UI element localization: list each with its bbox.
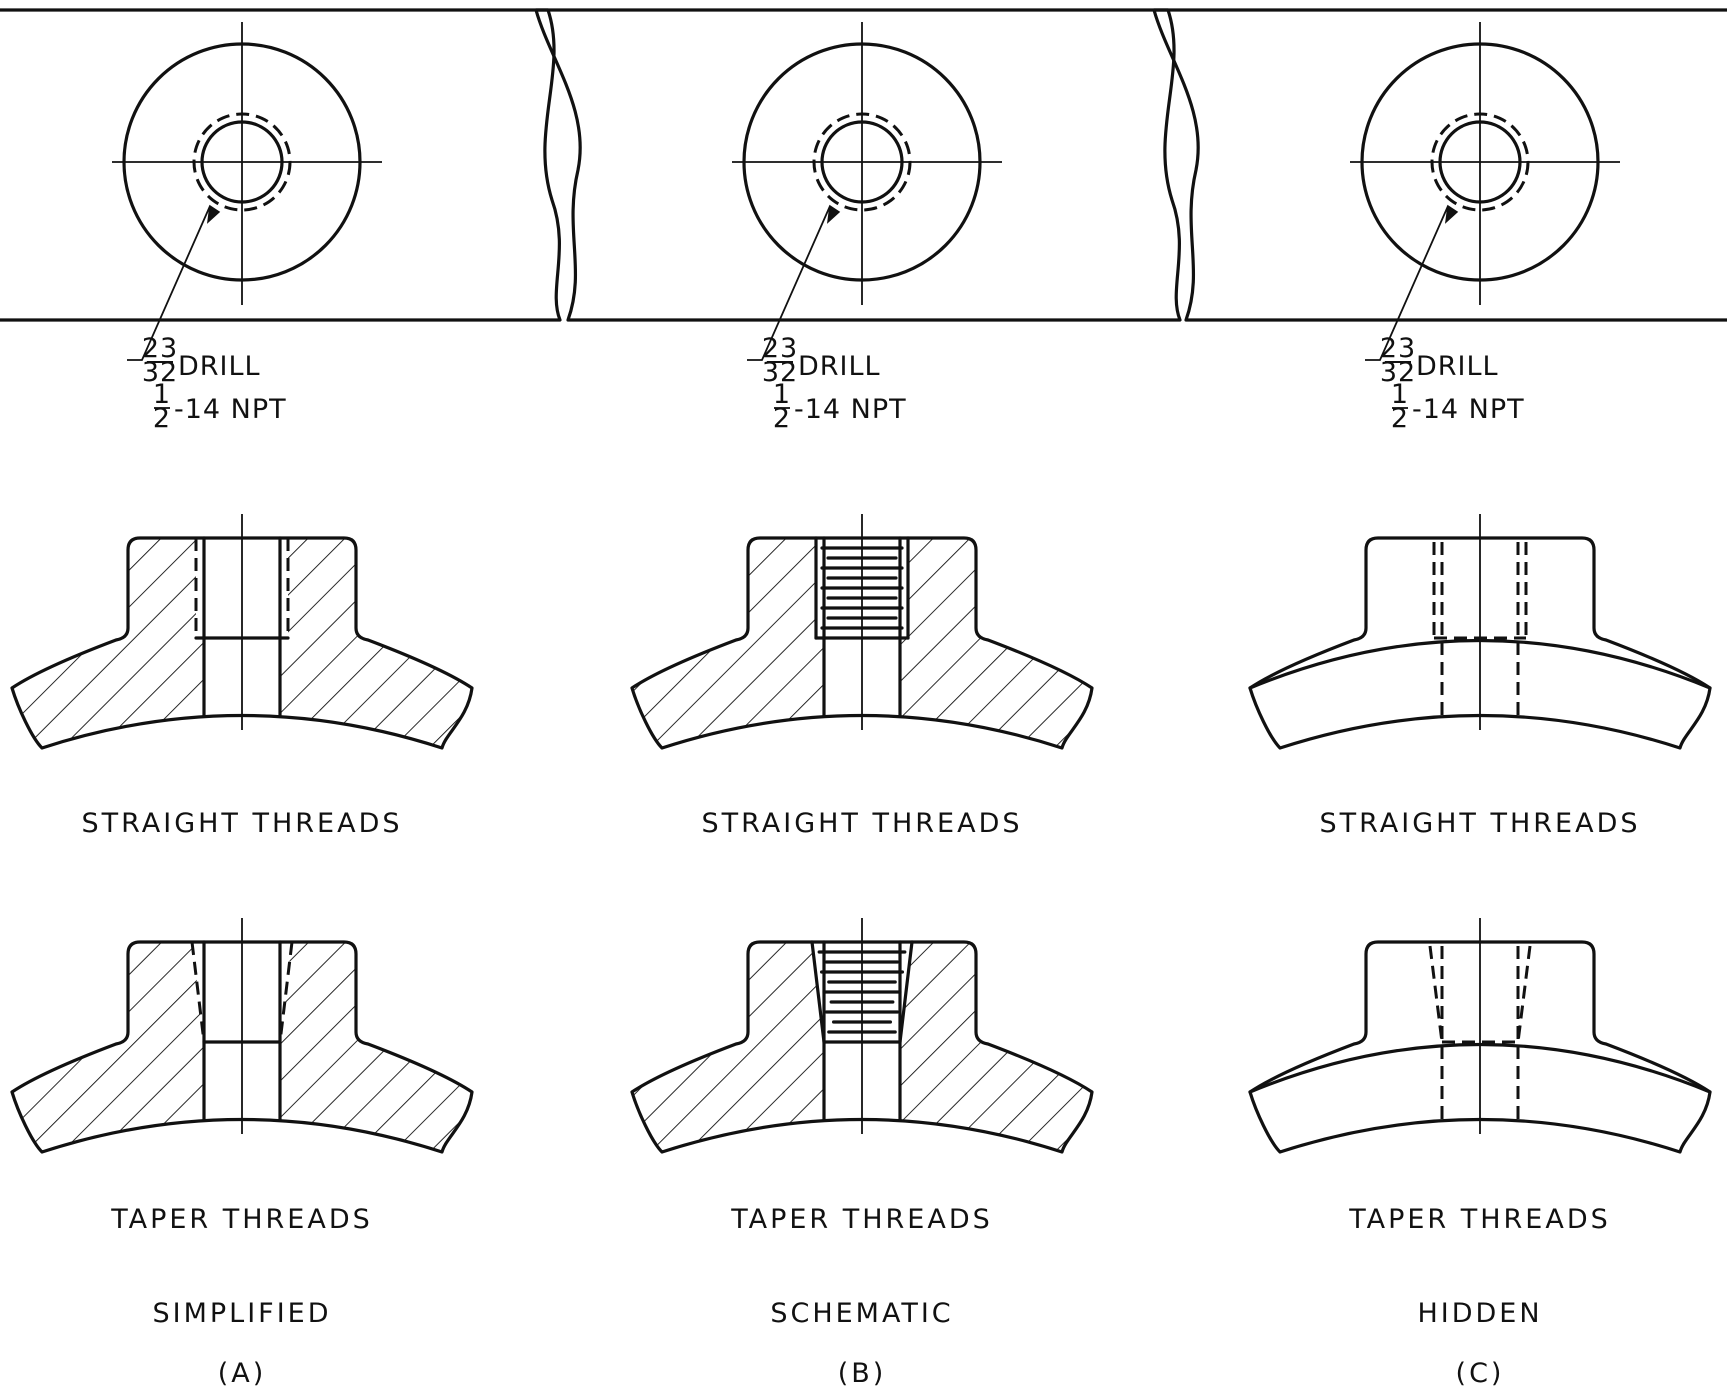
leader-arrowhead (207, 204, 221, 224)
section-outline (630, 940, 1094, 1154)
column-letter: (A) (218, 1358, 267, 1389)
leader-arrowhead (1445, 204, 1459, 224)
npt-fraction-numerator: 1 (1391, 379, 1409, 410)
thread-root-left (190, 941, 206, 1043)
straight-threads-caption: STRAIGHT THREADS (701, 808, 1022, 839)
plate-outline (534, 8, 1182, 322)
section-outline (10, 940, 474, 1154)
drill-fraction-denominator: 32 (762, 357, 798, 388)
straight-section-a (10, 514, 474, 750)
part-outline (1248, 536, 1712, 750)
thread-major-left (810, 940, 826, 1044)
taper-threads-caption: TAPER THREADS (730, 1204, 993, 1235)
method-caption: SIMPLIFIED (152, 1298, 331, 1329)
drill-fraction-denominator: 32 (142, 357, 178, 388)
npt-fraction-denominator: 2 (1391, 403, 1409, 434)
npt-text: -14 NPT (1412, 394, 1525, 425)
plate-top-view-a (0, 8, 562, 361)
method-caption: HIDDEN (1417, 1298, 1542, 1329)
hidden-thread-right (1516, 945, 1532, 1043)
part-outline (1248, 940, 1712, 1154)
section-outline (10, 536, 474, 750)
npt-text: -14 NPT (794, 394, 907, 425)
thread-major-right (898, 940, 914, 1044)
straight-section-b (630, 514, 1094, 750)
drill-fraction-numerator: 23 (142, 333, 178, 364)
straight-threads-caption: STRAIGHT THREADS (81, 808, 402, 839)
plate-top-view-c (1152, 8, 1727, 361)
hidden-thread-left (1428, 945, 1444, 1043)
section-views (10, 514, 1712, 1154)
drill-text: DRILL (178, 351, 261, 382)
leader-line (1365, 205, 1449, 361)
taper-section-a (10, 918, 474, 1154)
taper-threads-caption: TAPER THREADS (110, 1204, 373, 1235)
npt-fraction-denominator: 2 (153, 403, 171, 434)
taper-threads-caption: TAPER THREADS (1348, 1204, 1611, 1235)
drill-fraction-denominator: 32 (1380, 357, 1416, 388)
column-letter: (B) (838, 1358, 887, 1389)
drill-text: DRILL (1416, 351, 1499, 382)
drill-text: DRILL (798, 351, 881, 382)
leader-line (127, 205, 211, 361)
straight-threads-caption: STRAIGHT THREADS (1319, 808, 1640, 839)
column-letter: (C) (1456, 1358, 1505, 1389)
drill-fraction-numerator: 23 (762, 333, 798, 364)
drill-fraction-numerator: 23 (1380, 333, 1416, 364)
section-outline (630, 536, 1094, 750)
top-views (0, 8, 1727, 361)
taper-section-c (1248, 918, 1712, 1154)
npt-fraction-numerator: 1 (773, 379, 791, 410)
plate-top-view-b (534, 8, 1182, 361)
npt-text: -14 NPT (174, 394, 287, 425)
plate-outline (0, 8, 562, 322)
leader-arrowhead (827, 204, 841, 224)
leader-line (747, 205, 831, 361)
npt-fraction-denominator: 2 (773, 403, 791, 434)
straight-section-c (1248, 514, 1712, 750)
taper-section-b (630, 918, 1094, 1154)
npt-fraction-numerator: 1 (153, 379, 171, 410)
plate-outline (1152, 8, 1727, 322)
method-caption: SCHEMATIC (770, 1298, 953, 1329)
thread-root-right (278, 941, 294, 1043)
